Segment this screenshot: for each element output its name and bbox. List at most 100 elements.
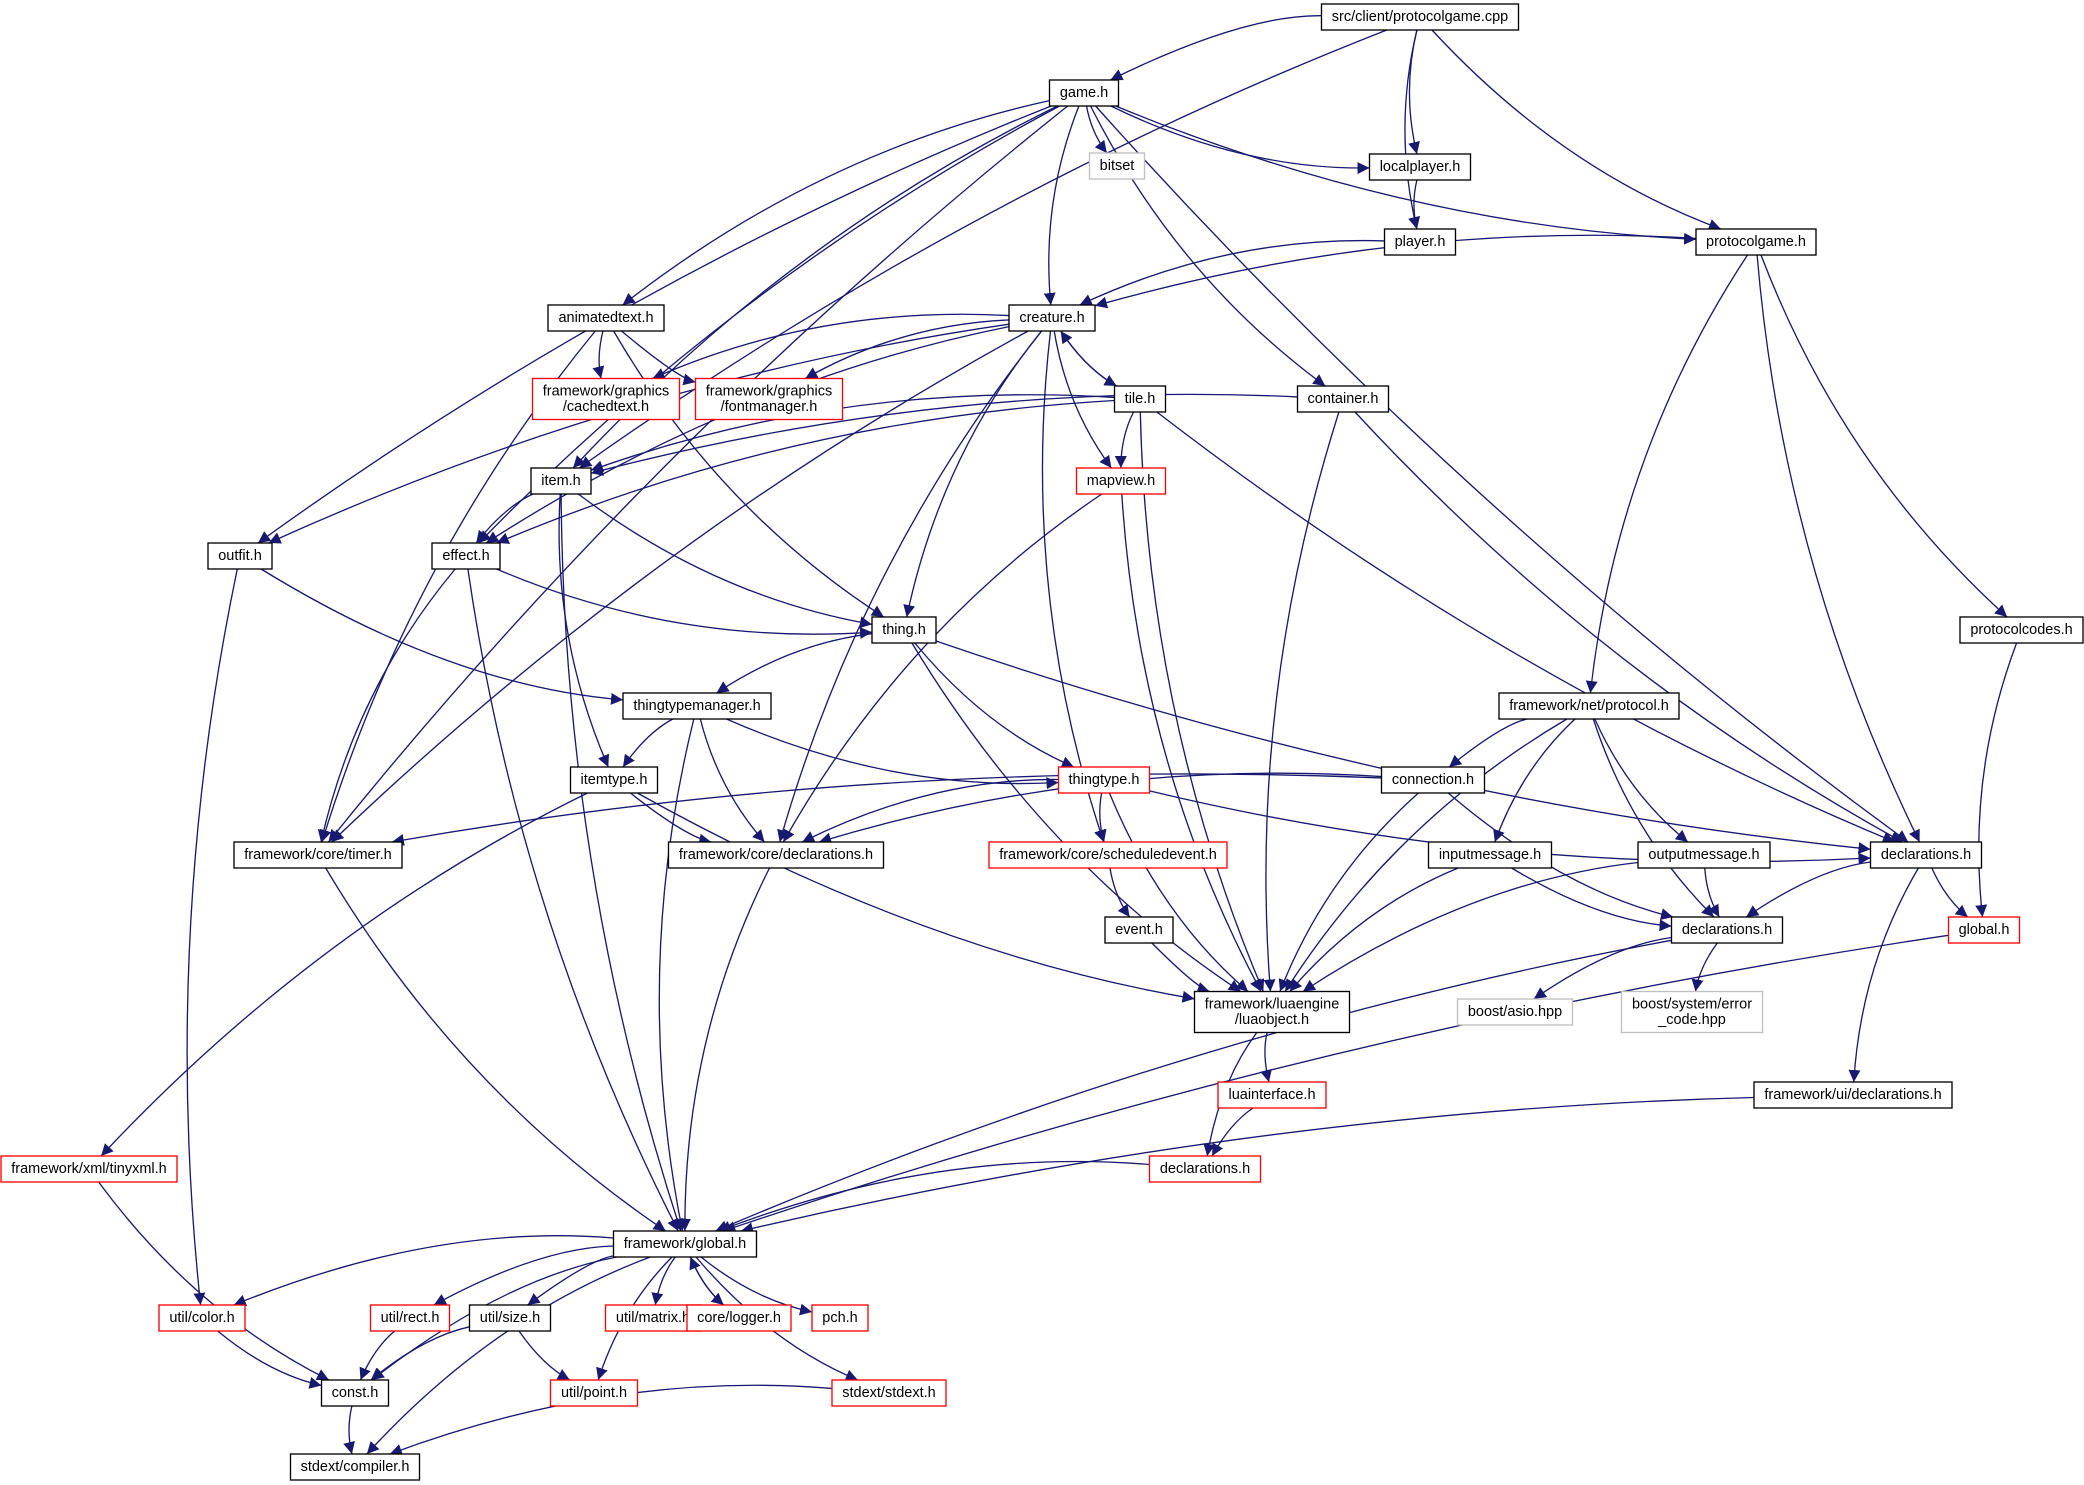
edge-effect-to-coretimer bbox=[317, 568, 456, 843]
edge-coredecl-to-fwglobal bbox=[678, 867, 771, 1232]
node-color[interactable]: util/color.h bbox=[158, 1304, 246, 1332]
edge-animatedtext-to-fontmanager bbox=[621, 330, 696, 386]
node-itemtype[interactable]: itemtype.h bbox=[569, 766, 659, 794]
node-tinyxml[interactable]: framework/xml/tinyxml.h bbox=[0, 1155, 178, 1183]
node-coredecl[interactable]: framework/core/declarations.h bbox=[667, 841, 885, 869]
node-outputmessage[interactable]: outputmessage.h bbox=[1637, 841, 1771, 869]
node-protocolcodes[interactable]: protocolcodes.h bbox=[1959, 616, 2084, 644]
node-connection[interactable]: connection.h bbox=[1380, 766, 1486, 794]
node-label: localplayer.h bbox=[1380, 159, 1461, 175]
node-box bbox=[547, 304, 665, 332]
edge-size-to-point bbox=[518, 1330, 571, 1381]
node-box bbox=[320, 1379, 390, 1407]
node-thingtypemanager[interactable]: thingtypemanager.h bbox=[622, 692, 772, 720]
edge-effect-to-thing bbox=[496, 568, 873, 640]
node-decl1[interactable]: declarations.h bbox=[1869, 841, 1983, 869]
edge-creature-to-mapview bbox=[1053, 330, 1112, 469]
node-point[interactable]: util/point.h bbox=[549, 1379, 639, 1407]
node-box bbox=[1383, 228, 1457, 256]
node-label: effect.h bbox=[442, 548, 489, 564]
node-player[interactable]: player.h bbox=[1383, 228, 1457, 256]
node-effect[interactable]: effect.h bbox=[431, 542, 501, 570]
node-box bbox=[604, 1304, 702, 1332]
node-creature[interactable]: creature.h bbox=[1008, 304, 1096, 332]
node-mapview[interactable]: mapview.h bbox=[1075, 467, 1167, 495]
node-box bbox=[667, 841, 885, 869]
edge-item-to-fwglobal bbox=[560, 493, 683, 1232]
node-luainterface[interactable]: luainterface.h bbox=[1217, 1081, 1327, 1109]
node-label: thingtype.h bbox=[1069, 772, 1140, 788]
node-item[interactable]: item.h bbox=[530, 467, 592, 495]
node-thingtype[interactable]: thingtype.h bbox=[1057, 766, 1151, 794]
node-logger[interactable]: core/logger.h bbox=[686, 1304, 792, 1332]
node-pch[interactable]: pch.h bbox=[811, 1304, 869, 1332]
node-box bbox=[1320, 3, 1520, 31]
edge-logger-to-fwglobal bbox=[689, 1256, 725, 1306]
node-box bbox=[549, 1379, 639, 1407]
node-cachedtext[interactable]: framework/graphics/cachedtext.h bbox=[531, 377, 681, 421]
node-outfit[interactable]: outfit.h bbox=[207, 542, 273, 570]
node-uidecl[interactable]: framework/ui/declarations.h bbox=[1753, 1081, 1953, 1109]
node-stdext[interactable]: stdext/stdext.h bbox=[831, 1379, 947, 1407]
edge-root-to-game bbox=[1110, 15, 1322, 81]
edge-netprotocol-to-luaobject bbox=[1284, 718, 1568, 992]
node-decl2[interactable]: declarations.h bbox=[1670, 916, 1784, 944]
edge-rect-to-const bbox=[359, 1330, 396, 1381]
node-label: player.h bbox=[1395, 234, 1446, 250]
node-compiler[interactable]: stdext/compiler.h bbox=[289, 1453, 421, 1481]
node-label: /cachedtext.h bbox=[563, 399, 649, 415]
node-box bbox=[0, 1155, 178, 1183]
node-decl3[interactable]: declarations.h bbox=[1148, 1155, 1262, 1183]
node-label: _code.hpp bbox=[1657, 1012, 1726, 1028]
node-coretimer[interactable]: framework/core/timer.h bbox=[233, 841, 403, 869]
edge-thing-to-luaobject bbox=[911, 642, 1242, 993]
edge-fwglobal-to-color bbox=[233, 1235, 614, 1307]
nodes-layer: src/client/protocolgame.cpp game.h bitset l… bbox=[0, 3, 2084, 1481]
node-thing[interactable]: thing.h bbox=[871, 616, 937, 644]
node-box bbox=[1113, 385, 1167, 413]
edge-game-to-bitset bbox=[1085, 105, 1108, 154]
node-label: bitset bbox=[1100, 158, 1135, 174]
edge-global-to-fwglobal bbox=[723, 934, 1949, 1233]
node-animatedtext[interactable]: animatedtext.h bbox=[547, 304, 665, 332]
node-localplayer[interactable]: localplayer.h bbox=[1368, 153, 1472, 181]
node-box bbox=[1620, 990, 1764, 1034]
node-container[interactable]: container.h bbox=[1296, 385, 1390, 413]
node-label: /fontmanager.h bbox=[721, 399, 818, 415]
node-root[interactable]: src/client/protocolgame.cpp bbox=[1320, 3, 1520, 31]
node-box bbox=[1075, 467, 1167, 495]
node-label: declarations.h bbox=[1682, 922, 1772, 938]
edge-tile-to-effect bbox=[496, 399, 1115, 544]
edge-scheduledevent-to-event bbox=[1109, 867, 1131, 918]
node-fwglobal[interactable]: framework/global.h bbox=[612, 1230, 758, 1258]
node-box bbox=[1104, 916, 1174, 944]
node-label: inputmessage.h bbox=[1439, 847, 1541, 863]
node-netprotocol[interactable]: framework/net/protocol.h bbox=[1498, 692, 1680, 720]
edge-thingtype-to-coredecl bbox=[801, 778, 1059, 843]
edge-fwglobal-to-rect bbox=[433, 1245, 614, 1306]
edge-container-to-item bbox=[590, 393, 1298, 476]
edge-itemtype-to-tinyxml bbox=[100, 792, 588, 1157]
node-tile[interactable]: tile.h bbox=[1113, 385, 1167, 413]
node-game[interactable]: game.h bbox=[1048, 79, 1120, 107]
node-scheduledevent[interactable]: framework/core/scheduledevent.h bbox=[988, 841, 1228, 869]
node-box bbox=[431, 542, 501, 570]
edge-protocolgame-to-netprotocol bbox=[1585, 254, 1749, 694]
edge-inputmessage-to-decl2 bbox=[1511, 867, 1672, 932]
edge-root-to-protocolgame bbox=[1431, 29, 1722, 231]
node-event[interactable]: event.h bbox=[1104, 916, 1174, 944]
node-rect[interactable]: util/rect.h bbox=[369, 1304, 451, 1332]
node-size[interactable]: util/size.h bbox=[468, 1304, 552, 1332]
edge-outputmessage-to-luaobject bbox=[1302, 861, 1639, 993]
node-label: item.h bbox=[541, 473, 581, 489]
node-inputmessage[interactable]: inputmessage.h bbox=[1427, 841, 1553, 869]
node-global[interactable]: global.h bbox=[1947, 916, 2021, 944]
node-matrix[interactable]: util/matrix.h bbox=[604, 1304, 702, 1332]
node-const[interactable]: const.h bbox=[320, 1379, 390, 1407]
node-protocolgame[interactable]: protocolgame.h bbox=[1695, 228, 1817, 256]
edge-fwglobal-to-matrix bbox=[651, 1256, 676, 1306]
node-luaobject[interactable]: framework/luaengine/luaobject.h bbox=[1193, 990, 1351, 1034]
node-label: protocolgame.h bbox=[1706, 234, 1806, 250]
edge-tile-to-item bbox=[590, 394, 1115, 472]
node-fontmanager[interactable]: framework/graphics/fontmanager.h bbox=[694, 377, 844, 421]
